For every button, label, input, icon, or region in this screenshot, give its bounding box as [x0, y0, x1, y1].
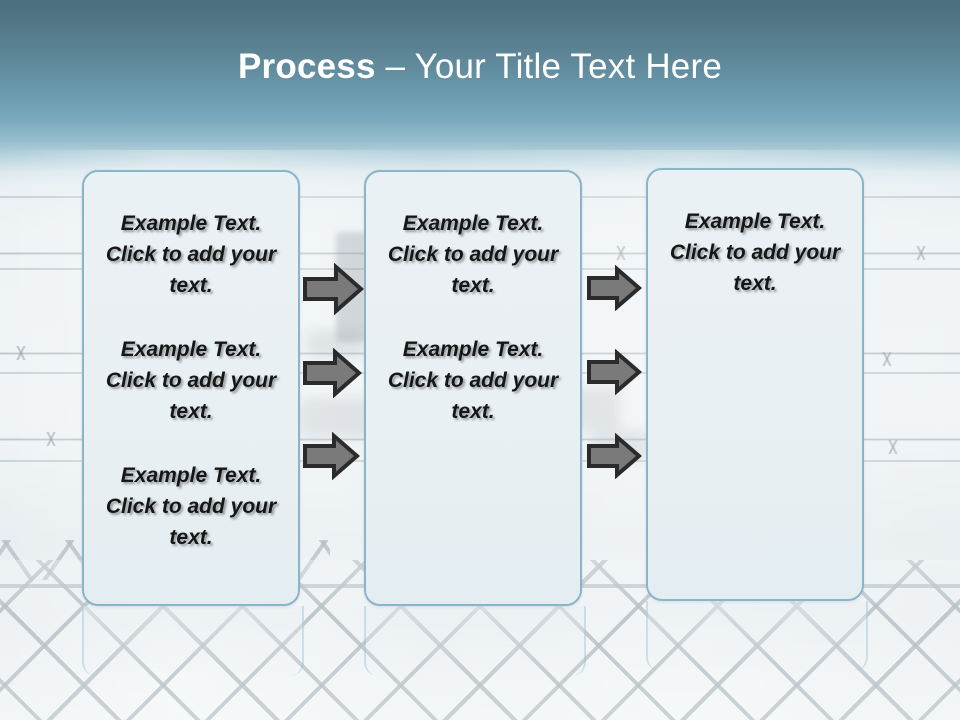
right-arrow-icon[interactable] [586, 433, 642, 479]
barb-icon [912, 246, 930, 260]
page-title-rest: – Your Title Text Here [375, 47, 722, 86]
process-box-2[interactable]: Example Text. Click to add your text. Ex… [364, 170, 582, 606]
barb-icon [612, 246, 630, 260]
page-title-strong: Process [238, 47, 376, 86]
barb-icon [42, 432, 60, 446]
right-arrow-icon[interactable] [302, 432, 360, 480]
right-arrow-icon[interactable] [586, 349, 642, 395]
barb-icon [878, 352, 896, 366]
process-text-block: Example Text. Click to add your text. [105, 212, 277, 297]
background-silhouette [300, 398, 370, 438]
barb-icon [884, 440, 902, 454]
right-arrow-icon[interactable] [586, 265, 642, 311]
process-text-block: Example Text. Click to add your text. [105, 464, 277, 549]
process-box-1[interactable]: Example Text. Click to add your text. Ex… [82, 170, 300, 606]
right-arrow-icon[interactable] [302, 348, 362, 398]
process-text-block: Example Text. Click to add your text. [387, 338, 559, 423]
page-title: Process – Your Title Text Here [0, 46, 960, 88]
process-text-block: Example Text. Click to add your text. [387, 212, 559, 297]
right-arrow-icon[interactable] [302, 263, 364, 315]
process-text-block: Example Text. Click to add your text. [669, 210, 841, 295]
barb-icon [12, 346, 30, 360]
process-box-3[interactable]: Example Text. Click to add your text. [646, 168, 864, 601]
process-text-block: Example Text. Click to add your text. [105, 338, 277, 423]
